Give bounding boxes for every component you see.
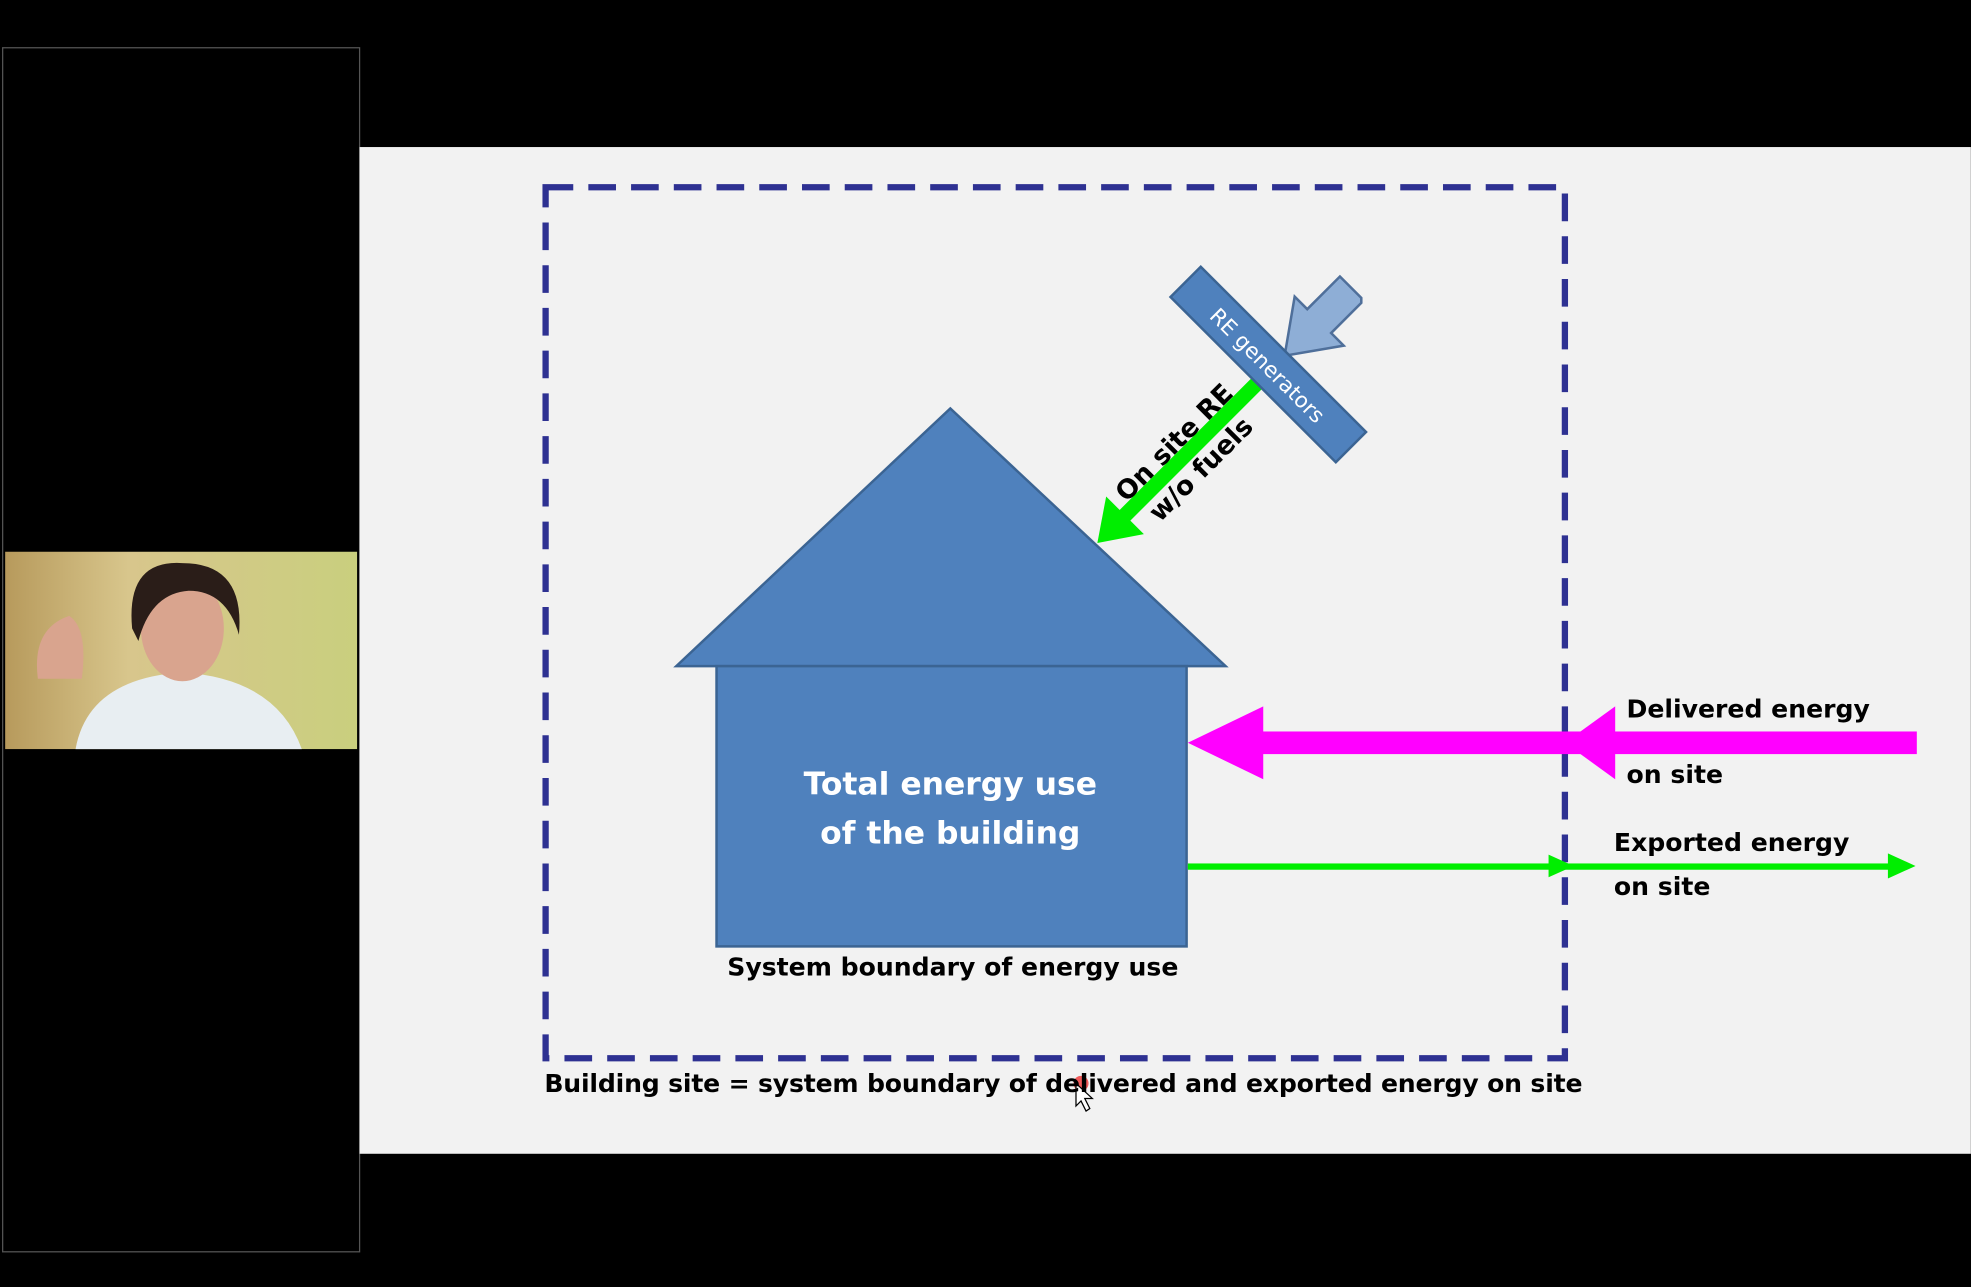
- exported-energy-arrow: [1187, 853, 1916, 879]
- delivered-energy-arrow: [1187, 706, 1917, 780]
- house-label-line2: of the building: [820, 815, 1080, 851]
- delivered-label-line2: on site: [1626, 760, 1723, 789]
- presenter-face-icon: [140, 575, 224, 682]
- presenter-shirt-icon: [75, 672, 302, 750]
- house-body: [715, 664, 1188, 948]
- house-label-line1: Total energy use: [804, 766, 1097, 802]
- exported-label-line2: on site: [1614, 872, 1711, 901]
- site-caption: Building site = system boundary of deliv…: [544, 1069, 1582, 1098]
- webcam-video[interactable]: [5, 551, 358, 750]
- delivered-label-line1: Delivered energy: [1626, 695, 1869, 724]
- exported-label-line1: Exported energy: [1614, 828, 1850, 857]
- building-site-boundary: [542, 184, 1569, 1062]
- mouse-cursor-icon: [1073, 1075, 1094, 1112]
- onsite-re-arrow: [1097, 378, 1263, 543]
- system-boundary-label: System boundary of energy use: [727, 952, 1178, 981]
